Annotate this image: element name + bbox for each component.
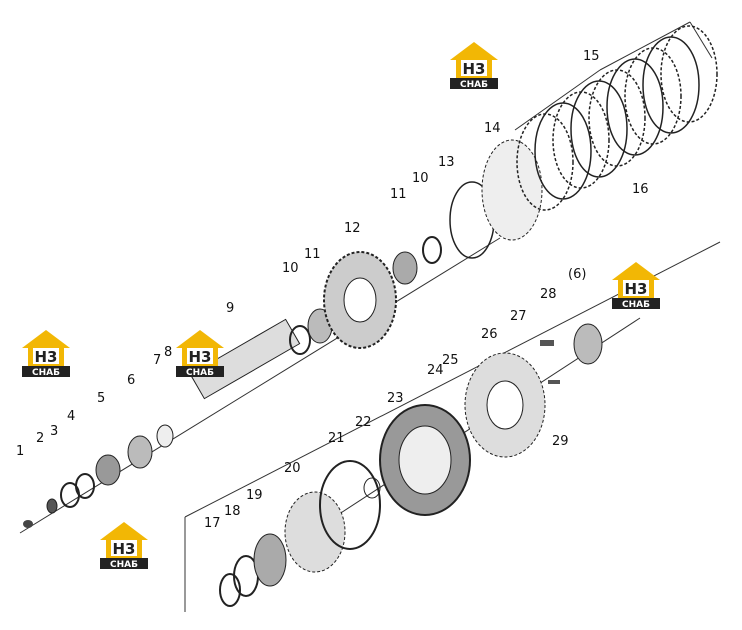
clutch-plate xyxy=(642,36,700,134)
logo-mark: H3 xyxy=(189,348,212,366)
callout-c23: 23 xyxy=(387,391,404,406)
clutch-plate xyxy=(552,91,610,189)
callout-c27: 27 xyxy=(510,309,527,324)
logo-caption: СНАБ xyxy=(110,560,138,570)
logo-mark: H3 xyxy=(35,348,58,366)
callout-c26: 26 xyxy=(481,327,498,342)
callout-c13: 13 xyxy=(438,155,455,170)
callout-c20: 20 xyxy=(284,461,301,476)
callout-c5: 5 xyxy=(97,391,105,406)
callout-c29: 29 xyxy=(552,434,569,449)
callout-c6b: (6) xyxy=(568,267,586,282)
clutch-plate xyxy=(624,47,682,145)
bearing-6 xyxy=(127,435,153,469)
callout-c21: 21 xyxy=(328,431,345,446)
logo-mark: H3 xyxy=(463,60,486,78)
clutch-plate xyxy=(570,80,628,178)
logo-caption: СНАБ xyxy=(186,368,214,378)
upper-shaft-group xyxy=(23,25,718,528)
callout-c11b: 11 xyxy=(390,187,407,202)
callout-c24: 24 xyxy=(427,363,444,378)
callout-c15: 15 xyxy=(583,49,600,64)
clutch-plate xyxy=(660,25,718,123)
callout-c12: 12 xyxy=(344,221,361,236)
callout-c8: 8 xyxy=(164,345,172,360)
clutch-plates-15-16 xyxy=(516,25,718,211)
callout-c22: 22 xyxy=(355,415,372,430)
callout-c10a: 10 xyxy=(282,261,299,276)
logo-caption: СНАБ xyxy=(622,300,650,310)
bearing-6b xyxy=(573,323,603,365)
callout-c1: 1 xyxy=(16,444,24,459)
callout-c28: 28 xyxy=(540,287,557,302)
logo-caption: СНАБ xyxy=(460,80,488,90)
callout-c16: 16 xyxy=(632,182,649,197)
callout-c11a: 11 xyxy=(304,247,321,262)
gear-20 xyxy=(284,491,346,573)
gear-14 xyxy=(481,139,543,241)
callout-c7: 7 xyxy=(153,353,161,368)
callout-c9: 9 xyxy=(226,301,234,316)
logo-mark: H3 xyxy=(113,540,136,558)
lower-clutch-group xyxy=(219,323,603,607)
callout-c19: 19 xyxy=(246,488,263,503)
clutch-plate xyxy=(588,69,646,167)
logo-mark: H3 xyxy=(625,280,648,298)
callout-c14: 14 xyxy=(484,121,501,136)
clutch-plate xyxy=(534,102,592,200)
callout-c10b: 10 xyxy=(412,171,429,186)
callout-c17: 17 xyxy=(204,516,221,531)
callout-c6: 6 xyxy=(127,373,135,388)
callout-c3: 3 xyxy=(50,424,58,439)
callout-c2: 2 xyxy=(36,431,44,446)
logo-caption: СНАБ xyxy=(32,368,60,378)
clutch-plate xyxy=(606,58,664,156)
callout-c18: 18 xyxy=(224,504,241,519)
callout-c25: 25 xyxy=(442,353,459,368)
callout-c4: 4 xyxy=(67,409,75,424)
